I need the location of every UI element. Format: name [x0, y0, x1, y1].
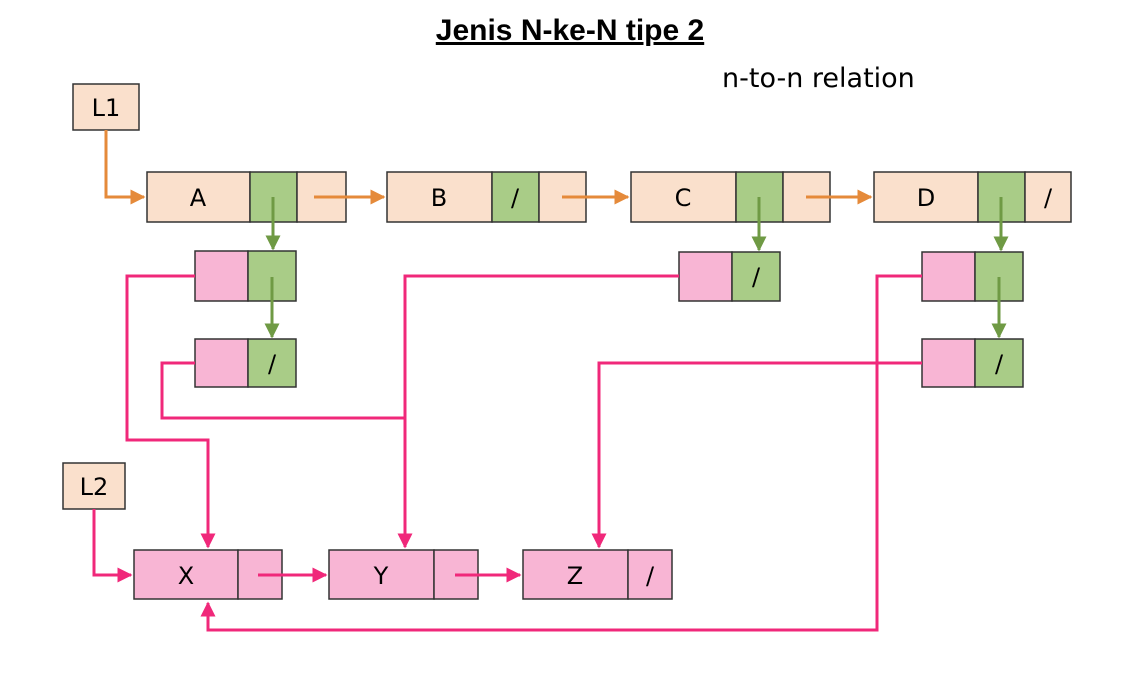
node-d-label: D [917, 184, 935, 212]
node-b-label: B [431, 184, 447, 212]
node-a-label: A [190, 184, 207, 212]
diagram-subtitle: n-to-n relation [722, 63, 915, 94]
arrow-d2-to-z [591, 361, 922, 549]
node-x-label: X [178, 562, 194, 590]
node-a: A [146, 171, 347, 223]
connector-d2: / [921, 338, 1024, 388]
connector-a2: / [194, 338, 297, 388]
node-c: C [630, 171, 831, 223]
head-l2: L2 [62, 462, 126, 510]
connector-c1-next: / [752, 263, 761, 291]
arrow-c1-to-y [403, 274, 679, 420]
connector-a1 [194, 250, 297, 302]
node-z: Z / [522, 549, 673, 600]
node-y-label: Y [373, 562, 389, 590]
head-l1: L1 [72, 83, 140, 131]
node-b: B / [386, 171, 587, 223]
head-l2-label: L2 [80, 473, 109, 501]
node-z-label: Z [567, 562, 583, 590]
arrow-a2-to-y [160, 361, 413, 549]
node-z-next: / [646, 562, 655, 590]
node-c-label: C [675, 184, 692, 212]
page-title: Jenis N-ke-N tipe 2 [435, 14, 705, 47]
connector-c1: / [678, 251, 781, 302]
node-d: D / [873, 171, 1072, 223]
connector-d2-next: / [995, 350, 1004, 378]
arrow-l1-to-a [104, 130, 146, 205]
arrow-l2-to-x [92, 509, 133, 583]
arrow-a1-to-x [125, 274, 216, 549]
node-b-link: / [511, 184, 520, 212]
connector-d1 [921, 251, 1024, 302]
arrow-d1-to-x [200, 274, 922, 632]
head-l1-label: L1 [92, 94, 121, 122]
connector-a2-next: / [268, 350, 277, 378]
node-d-next: / [1044, 184, 1053, 212]
node-x: X [133, 549, 283, 600]
